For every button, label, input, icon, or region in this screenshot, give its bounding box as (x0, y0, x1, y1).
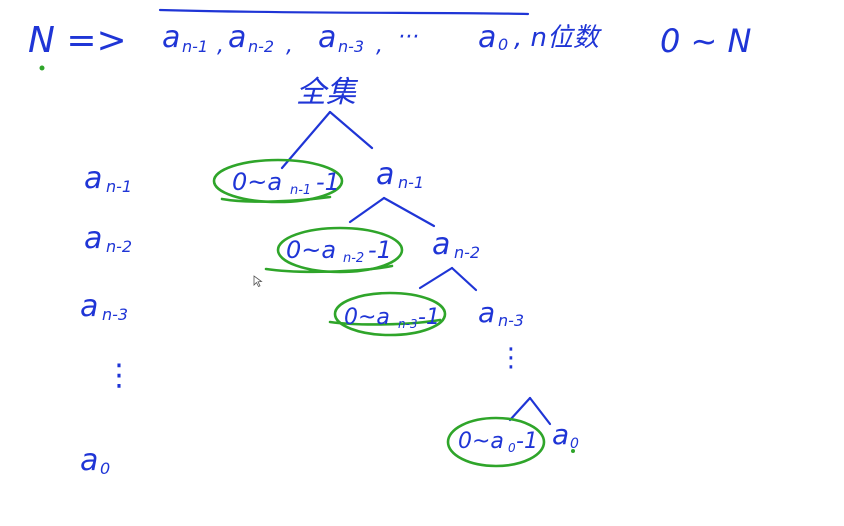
green-range-1-main: 0~a (232, 168, 282, 196)
digit-an3-sub: n-3 (338, 37, 364, 56)
tree-vdots: ⋮ (498, 343, 524, 373)
level-1: 0~a n-1 -1 a n-1 (212, 157, 424, 204)
tree-branches (280, 110, 552, 426)
left-label-an3-sub: n-3 (102, 305, 128, 324)
n-digits-note: , n位数 (514, 23, 602, 53)
left-label-an1-base: a (84, 161, 102, 196)
node-an3-sub: n-3 (498, 311, 524, 330)
mouse-cursor-icon (253, 275, 263, 288)
left-label-an2-base: a (84, 221, 102, 256)
green-range-2-sub: n-2 (343, 251, 364, 266)
node-a0-sub: 0 (570, 436, 579, 452)
green-circle-4 (446, 416, 546, 468)
node-an2-base: a (432, 227, 450, 262)
digit-sep-3: , (376, 33, 383, 58)
green-range-3-main: 0~a (344, 305, 390, 330)
digit-an1-base: a (162, 20, 180, 55)
green-dot-a0 (571, 449, 575, 453)
node-a0-base: a (552, 418, 569, 451)
left-label-an3-base: a (80, 289, 98, 324)
tree-vdots-text: ⋮ (498, 343, 524, 373)
digit-an3-base: a (318, 20, 336, 55)
digit-a0-base: a (478, 20, 496, 55)
green-range-3-tail: -1 (418, 305, 440, 330)
green-range-2-tail: -1 (368, 236, 392, 264)
green-range-4-main: 0~a (458, 429, 504, 454)
digit-an2-base: a (228, 20, 246, 55)
range-label: 0 ~ N (660, 22, 752, 60)
digit-an2-sub: n-2 (248, 37, 274, 56)
n-arrow-label: N => (28, 20, 127, 61)
green-range-3-sub: n-3 (398, 317, 418, 331)
green-dot (39, 65, 45, 71)
left-vdots: ⋮ (104, 358, 134, 393)
left-label-an1-sub: n-1 (106, 177, 132, 196)
header-row: N => a n-1 , a n-2 , a n-3 , ··· a 0 , n… (28, 8, 752, 71)
green-range-2-main: 0~a (286, 236, 336, 264)
digit-sep-2: , (286, 33, 293, 58)
green-range-1-sub: n-1 (290, 183, 311, 198)
digit-a0-sub: 0 (498, 35, 508, 54)
green-circle-3 (333, 291, 447, 337)
digit-sep-1: , (217, 33, 224, 58)
green-range-4-sub: 0 (508, 441, 516, 455)
digit-ellipsis: ··· (398, 25, 419, 50)
level-4: 0~a 0 -1 a 0 (446, 416, 579, 468)
digit-an1-sub: n-1 (182, 37, 208, 56)
node-an1-sub: n-1 (398, 173, 424, 192)
overline (158, 8, 530, 16)
left-label-an2-sub: n-2 (106, 237, 132, 256)
left-label-a0-base: a (80, 443, 98, 478)
node-an1-base: a (376, 157, 394, 192)
node-an2-sub: n-2 (454, 243, 480, 262)
green-range-1-tail: -1 (316, 168, 340, 196)
node-an3-base: a (478, 296, 495, 329)
tree-root: 全集 (296, 75, 359, 110)
left-labels: a n-1 a n-2 a n-3 ⋮ a 0 (80, 161, 134, 478)
level-3: 0~a n-3 -1 a n-3 (328, 291, 524, 337)
left-label-a0-sub: 0 (100, 459, 110, 478)
level-2: 0~a n-2 -1 a n-2 (264, 226, 480, 274)
green-range-4-tail: -1 (516, 429, 538, 454)
